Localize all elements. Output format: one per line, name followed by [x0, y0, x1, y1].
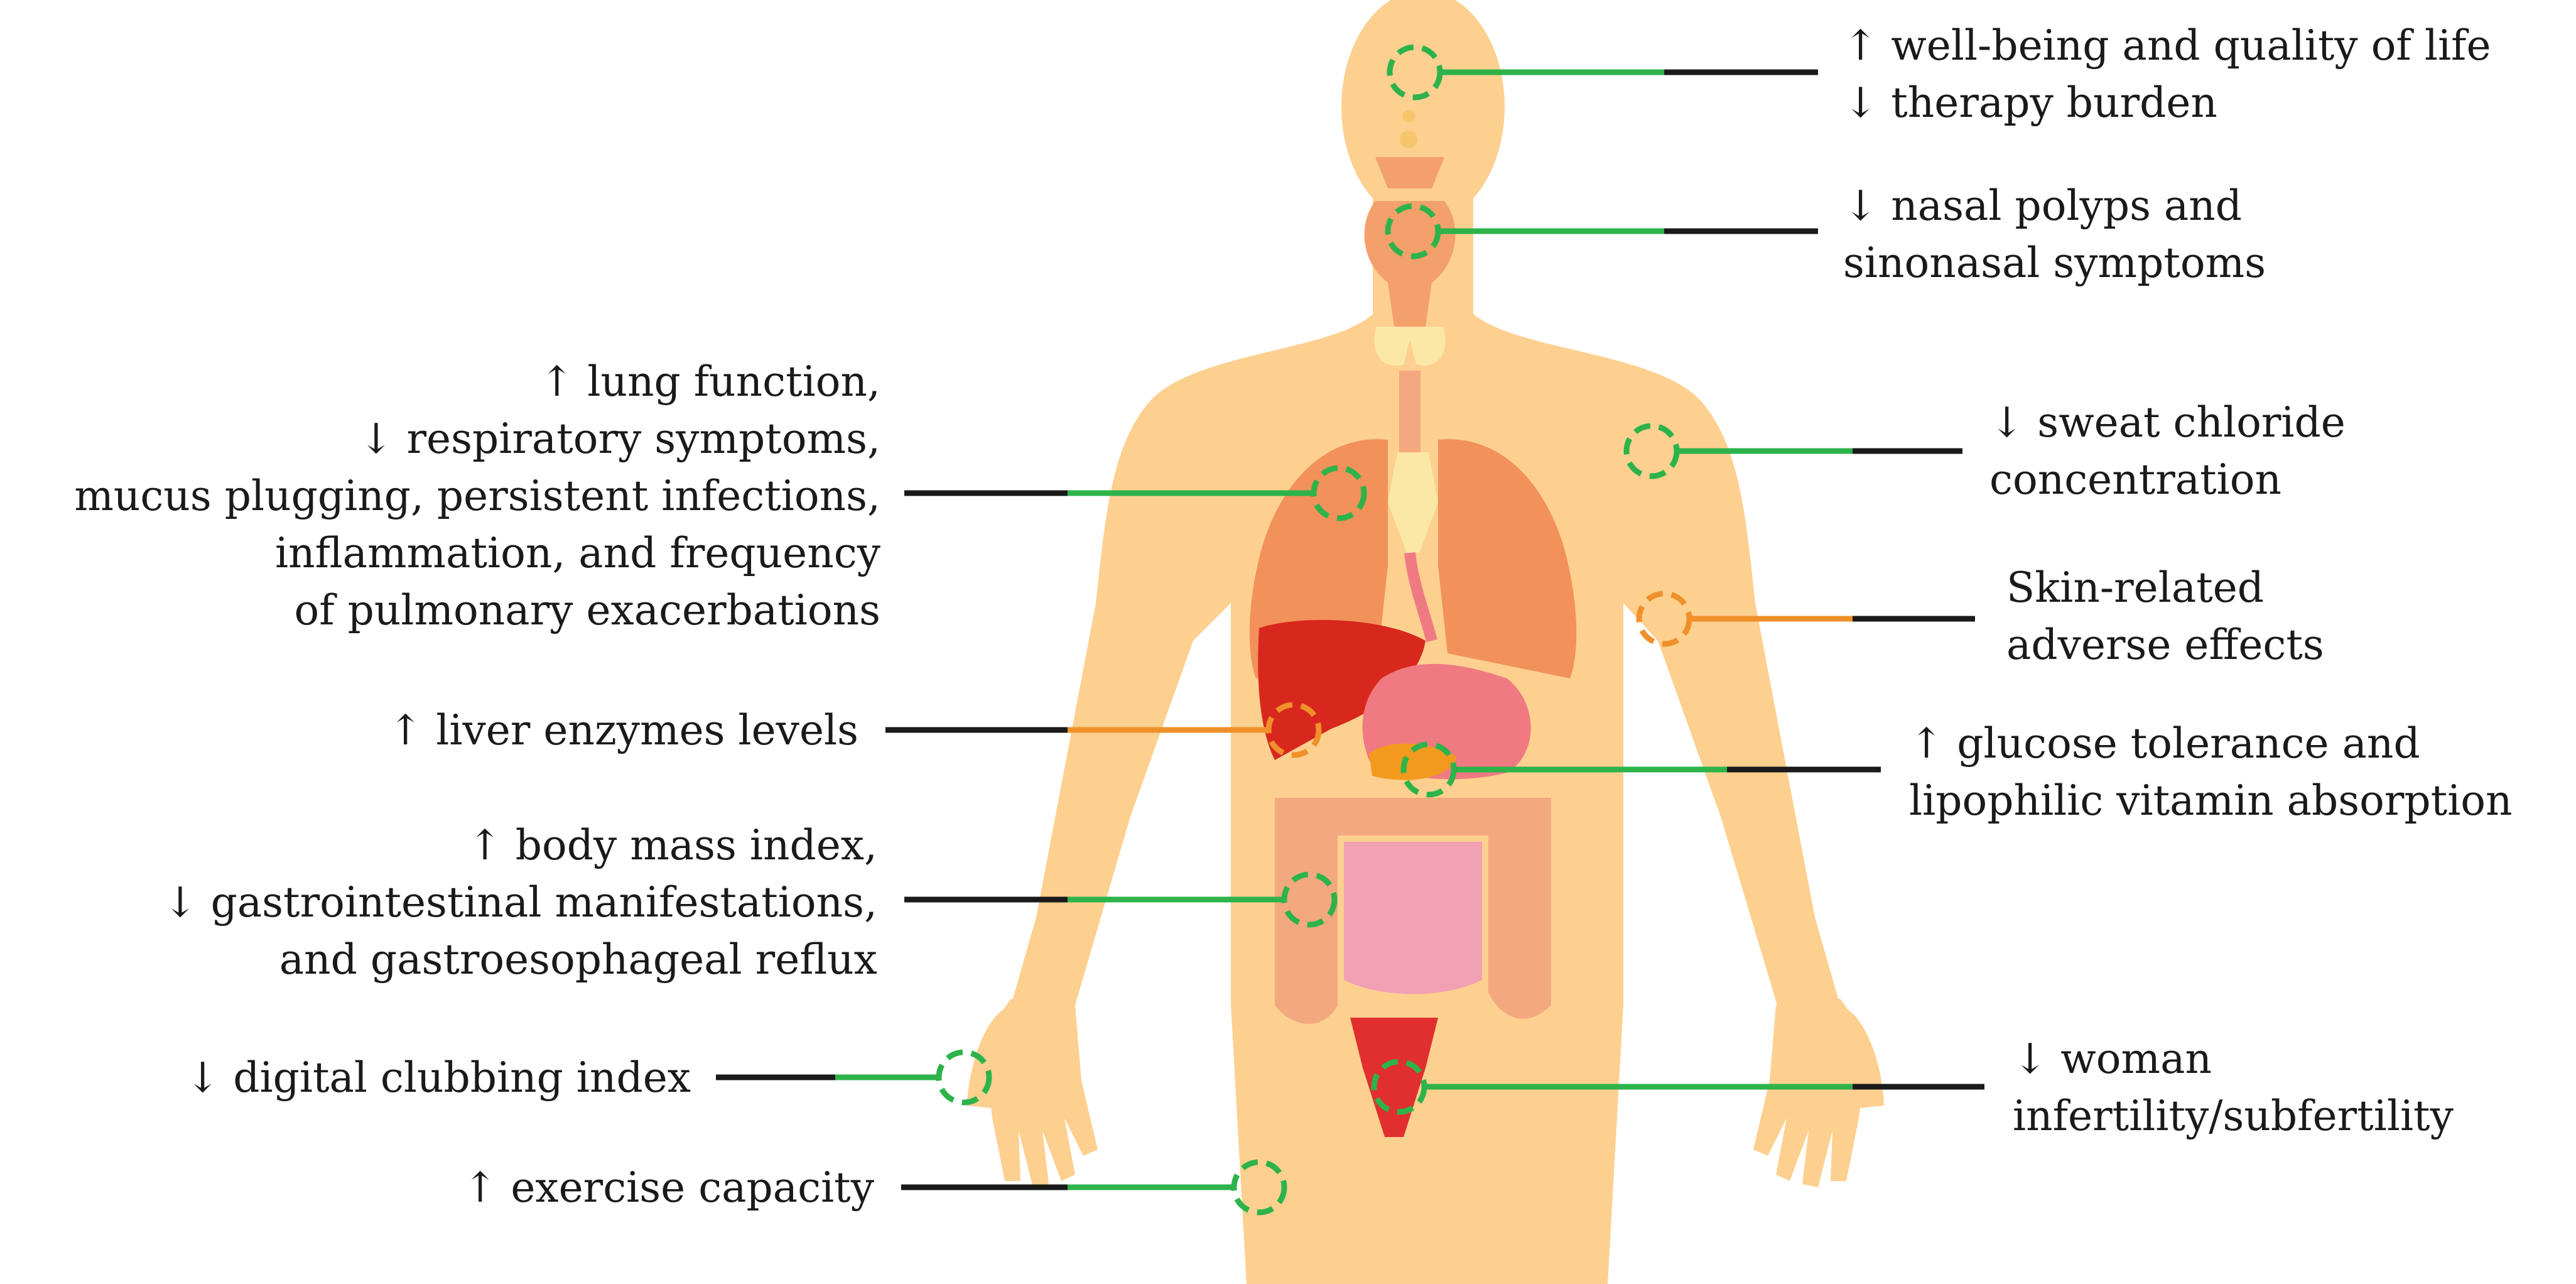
- label-nasal: ↓ nasal polyps and sinonasal symptoms: [1843, 177, 2266, 291]
- markers: [716, 44, 1984, 1216]
- label-line: ↓ digital clubbing index: [185, 1053, 691, 1102]
- esophagus: [1404, 552, 1437, 643]
- bronchi: [1388, 452, 1438, 553]
- label-exercise: ↑ exercise capacity: [463, 1159, 874, 1216]
- label-line: adverse effects: [2006, 621, 2324, 669]
- label-line: mucus plugging, persistent infections,: [74, 472, 880, 520]
- label-line: of pulmonary exacerbations: [294, 586, 880, 634]
- label-line: and gastroesophageal reflux: [279, 935, 877, 984]
- marker-gi: [1281, 871, 1338, 928]
- label-line: ↑ lung function,: [539, 357, 880, 406]
- marker-wellbeing: [1387, 44, 1443, 101]
- liver: [1258, 619, 1426, 760]
- marker-lung: [1311, 465, 1367, 521]
- label-lung: ↑ lung function, ↓ respiratory symptoms,…: [74, 353, 880, 639]
- marker-sweat: [1623, 423, 1680, 479]
- label-line: ↓ gastrointestinal manifestations,: [163, 878, 877, 927]
- left-hand: [988, 999, 1098, 1187]
- trachea: [1399, 371, 1421, 452]
- sinus: [1375, 157, 1444, 188]
- thyroid: [1374, 327, 1446, 366]
- marker-skin: [1636, 590, 1692, 647]
- label-skin: Skin-related adverse effects: [2006, 559, 2324, 673]
- left-lung: [1249, 439, 1388, 678]
- label-line: ↑ body mass index,: [467, 821, 877, 869]
- label-fertility: ↓ woman infertility/subfertility: [2013, 1030, 2454, 1145]
- right-lung: [1438, 439, 1577, 678]
- label-line: ↓ woman: [2013, 1035, 2212, 1083]
- label-line: ↓ sweat chloride: [1989, 398, 2346, 447]
- label-line: ↑ exercise capacity: [463, 1163, 874, 1212]
- label-gi: ↑ body mass index, ↓ gastrointestinal ma…: [163, 817, 877, 988]
- pituitary: [1402, 110, 1415, 122]
- label-line: inflammation, and frequency: [274, 529, 880, 577]
- pancreas: [1369, 743, 1457, 780]
- marker-clubbing: [936, 1049, 992, 1106]
- right-hand: [1753, 999, 1863, 1187]
- marker-glucose: [1400, 741, 1457, 798]
- marker-exercise: [1231, 1159, 1287, 1216]
- label-line: infertility/subfertility: [2013, 1092, 2454, 1140]
- label-line: ↑ liver enzymes levels: [388, 706, 858, 754]
- small-intestine: [1344, 842, 1482, 994]
- label-line: ↓ nasal polyps and: [1843, 182, 2243, 230]
- label-line: Skin-related: [2006, 563, 2265, 612]
- label-sweat: ↓ sweat chloride concentration: [1989, 394, 2346, 508]
- label-line: sinonasal symptoms: [1843, 239, 2266, 287]
- label-line: lipophilic vitamin absorption: [1909, 776, 2513, 825]
- label-clubbing: ↓ digital clubbing index: [185, 1049, 691, 1106]
- label-glucose: ↑ glucose tolerance and lipophilic vitam…: [1909, 715, 2513, 829]
- label-line: ↑ well-being and quality of life: [1843, 21, 2491, 70]
- label-line: ↓ therapy burden: [1843, 79, 2217, 127]
- pharynx: [1395, 283, 1424, 327]
- label-line: ↑ glucose tolerance and: [1909, 719, 2420, 768]
- marker-nasal: [1385, 203, 1441, 259]
- label-line: ↓ respiratory symptoms,: [359, 415, 880, 463]
- marker-liver: [1265, 702, 1322, 758]
- label-wellbeing: ↑ well-being and quality of life ↓ thera…: [1843, 17, 2491, 131]
- uterus: [1350, 1018, 1438, 1137]
- label-liver: ↑ liver enzymes levels: [388, 702, 858, 759]
- marker-fertility: [1371, 1058, 1427, 1115]
- label-line: concentration: [1989, 455, 2282, 504]
